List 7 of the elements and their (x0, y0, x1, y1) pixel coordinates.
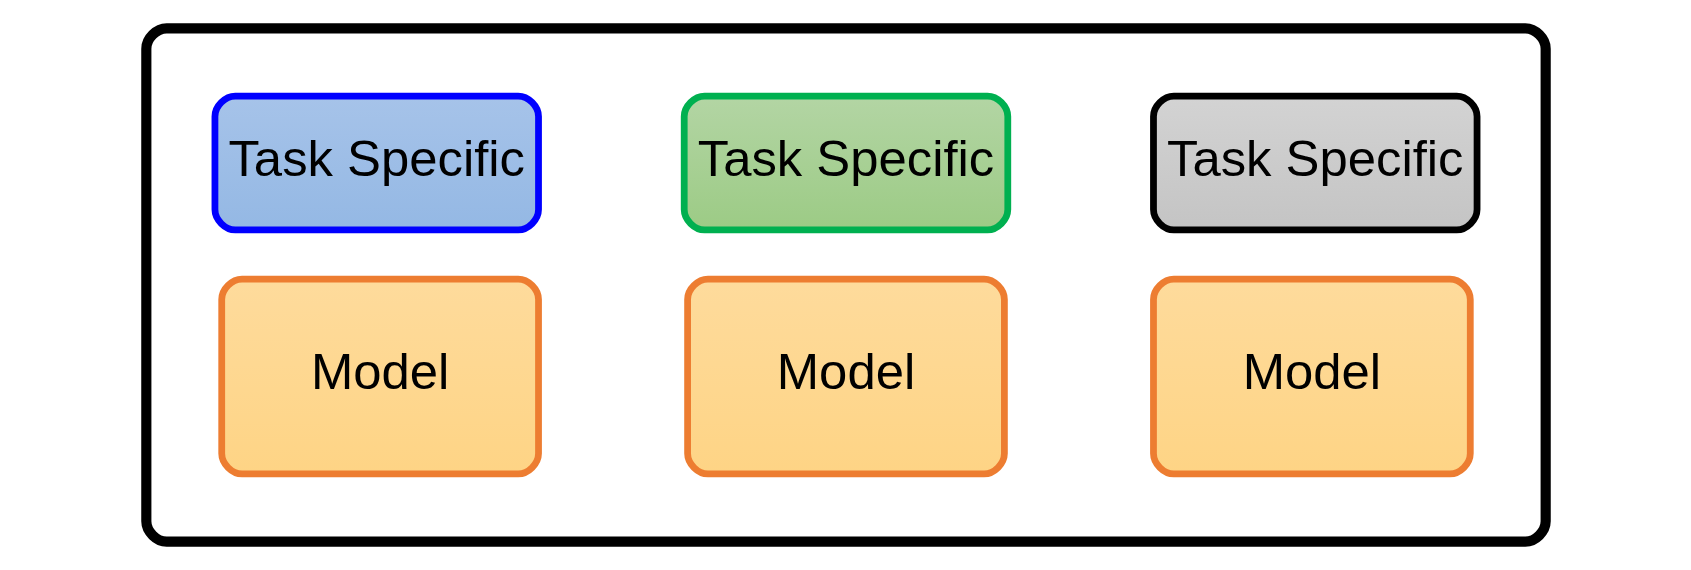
node-box: Task Specific (211, 92, 542, 234)
node-box: Model (1149, 275, 1474, 478)
cluster (140, 23, 1551, 547)
node-box: Model (217, 275, 542, 478)
node-box: Model (683, 275, 1008, 478)
node-box: Task Specific (680, 92, 1011, 234)
node-box: Task Specific (1149, 92, 1480, 234)
